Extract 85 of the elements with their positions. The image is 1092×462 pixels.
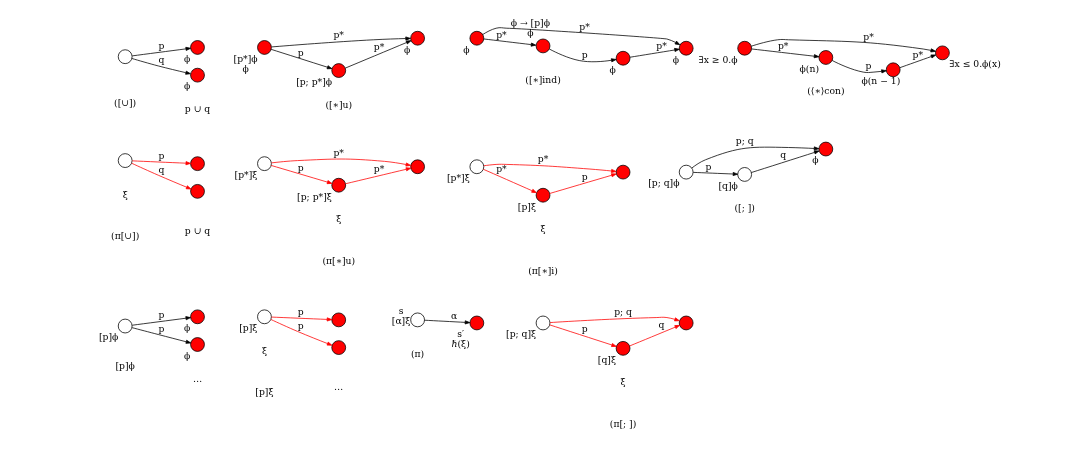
- edge-label: p: [705, 161, 711, 173]
- edge-label: p; q: [613, 305, 632, 317]
- node-label: ∃x ≥ 0.ϕ: [698, 53, 738, 65]
- node-label: [p; q]ϕ: [647, 177, 680, 189]
- edge-label: p*: [332, 28, 344, 40]
- label: (π): [410, 347, 424, 359]
- label: p ∪ q: [184, 224, 210, 236]
- node-label: [q]ϕ: [717, 179, 738, 191]
- edge-label: p: [157, 149, 164, 161]
- node-label: ϕ: [811, 154, 819, 166]
- node-label: [p]ξ: [517, 200, 536, 212]
- label: ([∗]u): [324, 98, 352, 110]
- label: ([∗]ind): [524, 73, 561, 85]
- label: ξ: [122, 188, 128, 200]
- label: ([∪]): [113, 97, 136, 109]
- node-label: ℏ(ξ): [451, 338, 470, 350]
- edge-label: q: [157, 163, 164, 175]
- label: ξ: [620, 376, 626, 388]
- node-label: [p*]ξ: [446, 172, 470, 184]
- node-label: ϕ: [403, 43, 410, 55]
- edge-label: q: [658, 319, 664, 331]
- edge-label: p: [157, 309, 164, 321]
- edge-label: α: [450, 309, 457, 321]
- node-label: ϕ: [183, 322, 190, 334]
- node-label: [p*]ξ: [234, 168, 257, 180]
- node-label: ϕ(n): [799, 62, 819, 74]
- edge-label: p*: [495, 28, 507, 40]
- edge-label: p*: [373, 162, 384, 174]
- node-label: ϕ: [183, 349, 190, 361]
- edge-label: p: [581, 170, 588, 182]
- node-label: [p; p*]ϕ: [295, 75, 332, 87]
- edge-label: p; q: [735, 135, 754, 147]
- label: (π[; ]): [609, 417, 636, 429]
- node-label: ϕ: [672, 53, 679, 65]
- label: (π[∗]u): [321, 254, 355, 266]
- edge-label: p*: [332, 146, 344, 158]
- label: …: [333, 380, 343, 392]
- label: ξ: [261, 344, 267, 356]
- node-label: ϕ: [526, 27, 533, 39]
- edge-label: p*: [912, 48, 923, 60]
- label: ξ: [335, 213, 341, 225]
- edge-label: p*: [862, 31, 874, 43]
- node-label: [p; q]ξ: [505, 328, 536, 340]
- node-label: ϕ(n − 1): [860, 75, 900, 87]
- label: …: [192, 372, 202, 384]
- edge-label: p*: [578, 21, 590, 33]
- node-label: ϕ: [241, 62, 249, 74]
- label: (π[∗]i): [527, 264, 558, 276]
- edge-label: p: [581, 322, 588, 334]
- label: [p]ξ: [254, 386, 274, 398]
- edge-label: p: [297, 305, 304, 317]
- label: ([; ]): [733, 202, 755, 214]
- node-label: s: [398, 305, 403, 317]
- node-label: s′: [456, 328, 464, 340]
- edge-label: p: [297, 319, 304, 331]
- node-label: [q]ξ: [597, 353, 616, 365]
- label: p ∪ q: [184, 103, 210, 115]
- edge-label: q: [157, 54, 164, 66]
- node-label: ϕ: [183, 52, 190, 64]
- label: (⟨∗⟩con): [806, 85, 844, 97]
- node-label: ϕ: [462, 43, 470, 55]
- edge-label: p: [157, 322, 164, 334]
- edge-label: p*: [655, 40, 667, 52]
- edge-label: p: [581, 48, 588, 60]
- edge-label: p: [157, 40, 164, 52]
- node-label: [p]ξ: [238, 322, 257, 334]
- edge-label: p: [865, 60, 872, 72]
- node-label: [p]ϕ: [98, 331, 118, 343]
- edge-label: p*: [495, 162, 507, 174]
- node-label: [p; p*]ξ: [296, 190, 332, 202]
- edge-label: p*: [537, 152, 548, 164]
- node-label: ∃x ≤ 0.ϕ(x): [949, 58, 1001, 70]
- node-label: ϕ: [183, 80, 190, 92]
- edge-label: p: [297, 162, 304, 174]
- node-label: ϕ → [p]ϕ: [510, 17, 550, 29]
- label: (π[∪]): [110, 230, 139, 242]
- node-label: ϕ: [609, 63, 616, 75]
- edge-label: p*: [777, 40, 788, 52]
- edge-label: p*: [373, 41, 384, 53]
- node-label: [α]ξ: [391, 315, 410, 327]
- label: [p]ϕ: [114, 360, 135, 372]
- node-label: [p*]ϕ: [233, 52, 258, 64]
- edge-label: p: [297, 47, 304, 59]
- edge-label: q: [779, 148, 786, 160]
- label: ξ: [540, 223, 546, 235]
